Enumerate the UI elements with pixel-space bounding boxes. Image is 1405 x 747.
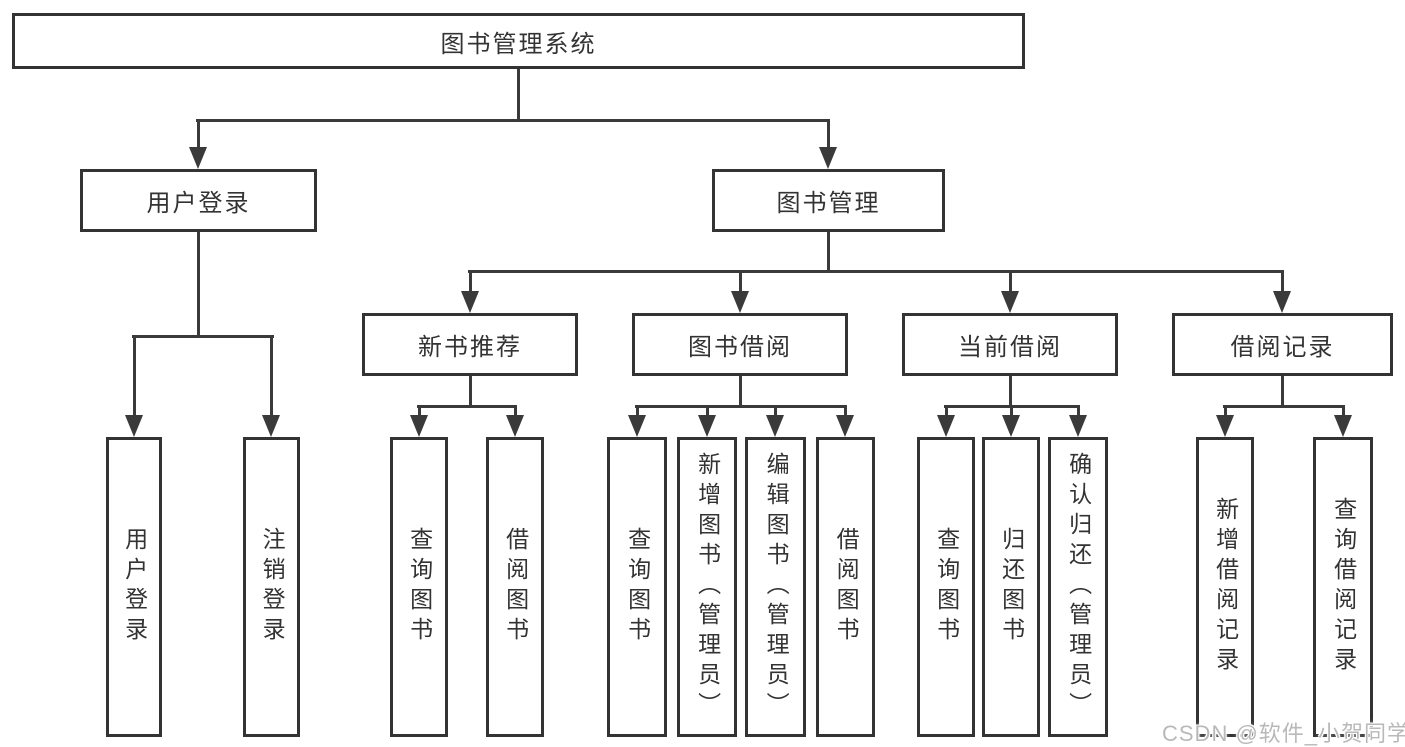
node-query-books-borrowing: 查询图书 — [607, 437, 667, 737]
node-confirm-return-admin: 确认归还（管理员） — [1048, 437, 1108, 737]
node-borrowing-records-label: 借阅记录 — [1230, 334, 1335, 361]
connector-borrowing-rail — [635, 405, 847, 408]
arrow-down-icon — [628, 415, 646, 437]
node-query-books-recommend: 查询图书 — [390, 437, 448, 737]
node-new-book-recommendation: 新书推荐 — [362, 313, 578, 376]
node-borrowing-records: 借阅记录 — [1172, 313, 1393, 376]
arrow-down-icon — [506, 415, 524, 437]
connector-book-management-stem — [827, 232, 830, 273]
node-root: 图书管理系统 — [12, 13, 1025, 69]
node-query-books-recommend-label: 查询图书 — [406, 527, 433, 647]
connector-l3-rail — [468, 270, 1284, 273]
node-borrow-books-borrowing: 借阅图书 — [816, 437, 875, 737]
node-current-borrowing: 当前借阅 — [902, 313, 1118, 376]
node-add-borrow-record: 新增借阅记录 — [1196, 437, 1254, 737]
node-query-books-borrowing-label: 查询图书 — [624, 527, 651, 647]
node-add-books-admin-label: 新增图书（管理员） — [694, 452, 721, 722]
connector-l2-drop-2 — [827, 121, 830, 149]
connector-records-stem — [1281, 376, 1284, 408]
node-query-borrow-record: 查询借阅记录 — [1313, 437, 1373, 737]
node-return-books: 归还图书 — [982, 437, 1040, 737]
csdn-watermark: CSDN @软件_小贺同学 — [1162, 721, 1405, 746]
arrow-down-icon — [189, 147, 207, 169]
node-book-management: 图书管理 — [712, 169, 945, 232]
node-current-borrowing-label: 当前借阅 — [958, 334, 1062, 361]
arrow-down-icon — [937, 415, 955, 437]
arrow-down-icon — [262, 415, 280, 437]
connector-recommend-drop-2 — [514, 407, 517, 417]
arrow-down-icon — [1273, 291, 1291, 313]
connector-recommend-stem — [469, 376, 472, 408]
connector-l3-drop-3 — [1009, 272, 1012, 294]
connector-l2-rail — [196, 119, 830, 122]
node-user-login-leaf: 用户登录 — [106, 437, 162, 737]
connector-records-drop-1 — [1224, 407, 1227, 417]
connector-records-rail — [1223, 405, 1345, 408]
connector-current-drop-3 — [1077, 407, 1080, 417]
connector-recommend-rail — [417, 405, 517, 408]
node-edit-books-admin: 编辑图书（管理员） — [745, 437, 806, 737]
node-query-borrow-record-label: 查询借阅记录 — [1330, 497, 1357, 677]
arrow-down-icon — [1334, 415, 1352, 437]
arrow-down-icon — [1001, 291, 1019, 313]
connector-l2-drop-1 — [197, 121, 200, 149]
connector-user-login-drop-1 — [133, 337, 136, 417]
node-new-book-recommendation-label: 新书推荐 — [418, 334, 522, 361]
node-add-borrow-record-label: 新增借阅记录 — [1212, 497, 1239, 677]
node-return-books-label: 归还图书 — [998, 527, 1025, 647]
connector-user-login-stem — [197, 231, 200, 338]
connector-user-login-rail — [132, 335, 274, 338]
node-query-books-current-label: 查询图书 — [933, 527, 960, 647]
node-book-borrowing-label: 图书借阅 — [688, 334, 792, 361]
arrow-down-icon — [1216, 415, 1234, 437]
connector-borrowing-drop-1 — [636, 407, 639, 417]
connector-current-stem — [1009, 376, 1012, 408]
connector-borrowing-drop-3 — [774, 407, 777, 417]
connector-user-login-drop-2 — [270, 337, 273, 417]
node-borrow-books-borrowing-label: 借阅图书 — [833, 527, 860, 647]
connector-root-stem — [517, 69, 520, 122]
arrow-down-icon — [836, 415, 854, 437]
arrow-down-icon — [1002, 415, 1020, 437]
connector-current-drop-1 — [945, 407, 948, 417]
node-logout-leaf-label: 注销登录 — [259, 527, 286, 647]
node-logout-leaf: 注销登录 — [243, 437, 300, 737]
arrow-down-icon — [1069, 415, 1087, 437]
connector-records-drop-2 — [1342, 407, 1345, 417]
arrow-down-icon — [698, 415, 716, 437]
connector-borrowing-stem — [739, 376, 742, 408]
node-user-login: 用户登录 — [80, 169, 317, 232]
arrow-down-icon — [819, 147, 837, 169]
node-user-login-leaf-label: 用户登录 — [121, 527, 148, 647]
node-book-borrowing: 图书借阅 — [632, 313, 848, 376]
connector-l3-drop-1 — [469, 272, 472, 294]
node-borrow-books-recommend: 借阅图书 — [486, 437, 544, 737]
arrow-down-icon — [766, 415, 784, 437]
arrow-down-icon — [125, 415, 143, 437]
node-edit-books-admin-label: 编辑图书（管理员） — [763, 452, 790, 722]
connector-current-rail — [944, 405, 1080, 408]
node-add-books-admin: 新增图书（管理员） — [677, 437, 737, 737]
node-book-management-label: 图书管理 — [776, 190, 881, 217]
connector-l3-drop-2 — [739, 272, 742, 294]
connector-borrowing-drop-2 — [706, 407, 709, 417]
arrow-down-icon — [461, 291, 479, 313]
arrow-down-icon — [410, 415, 428, 437]
connector-borrowing-drop-4 — [844, 407, 847, 417]
node-user-login-label: 用户登录 — [146, 190, 251, 217]
node-borrow-books-recommend-label: 借阅图书 — [502, 527, 529, 647]
arrow-down-icon — [731, 291, 749, 313]
node-query-books-current: 查询图书 — [917, 437, 975, 737]
node-root-label: 图书管理系统 — [440, 30, 597, 58]
connector-current-drop-2 — [1010, 407, 1013, 417]
connector-l3-drop-4 — [1281, 272, 1284, 294]
node-confirm-return-admin-label: 确认归还（管理员） — [1065, 452, 1092, 722]
connector-recommend-drop-1 — [418, 407, 421, 417]
